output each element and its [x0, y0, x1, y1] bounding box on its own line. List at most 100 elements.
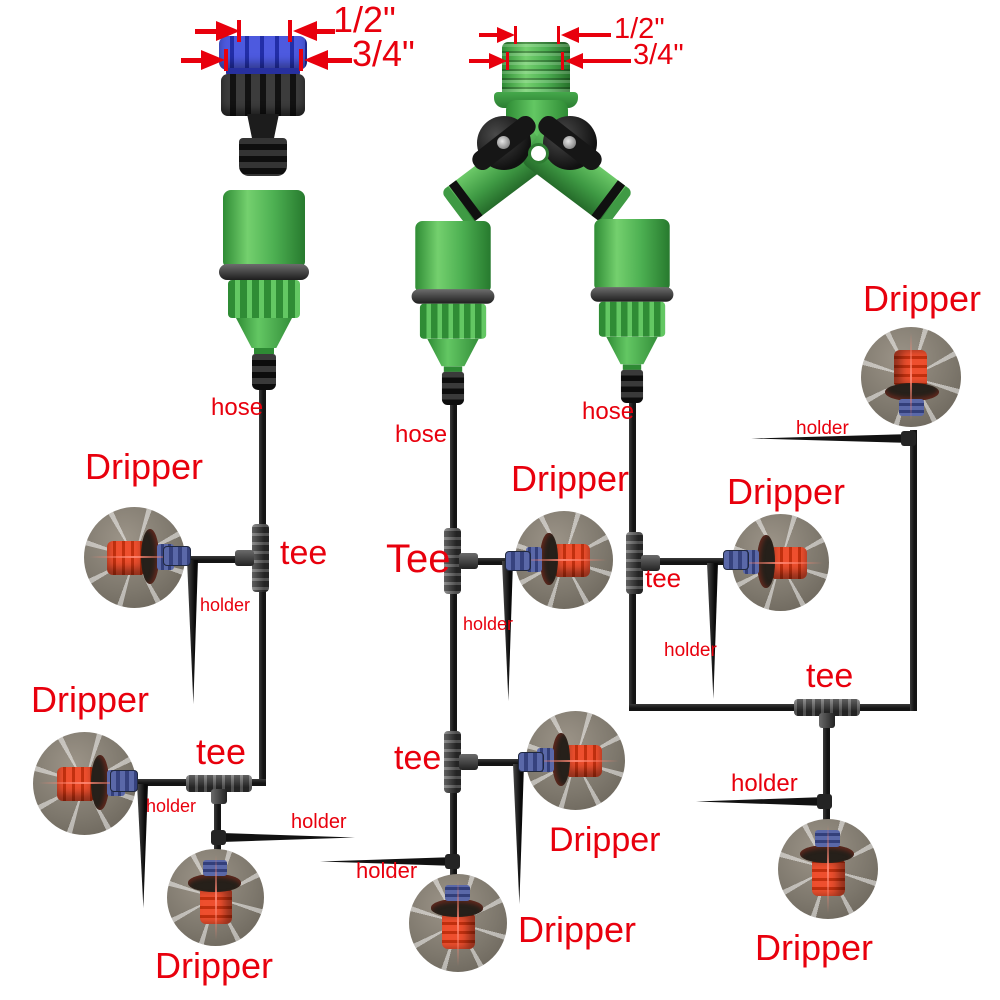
connector-ring [219, 264, 309, 280]
tee-fitting [186, 775, 252, 804]
dripper-photo [778, 819, 878, 919]
holder-spike [187, 560, 198, 704]
sprinkler-body [772, 546, 807, 579]
hose-line [637, 558, 729, 565]
holder-spike [513, 764, 524, 904]
splitter-half-inch-label: 1/2" [614, 13, 665, 45]
valve-screw [497, 136, 510, 149]
sprinkler-flange [800, 845, 854, 863]
tap-three-quarter-label: 3/4" [352, 33, 415, 74]
dripper-photo [167, 849, 264, 946]
hose-label: hose [211, 394, 264, 421]
sprinkler-body [107, 541, 143, 575]
dripper-photo [84, 507, 185, 608]
tee-fitting [444, 731, 478, 793]
dripper-label: Dripper [518, 909, 637, 950]
connector-cone [427, 338, 479, 367]
tee-branch [459, 553, 478, 569]
dim-tick [557, 26, 560, 44]
dripper-label: Dripper [85, 446, 204, 487]
hose-line [823, 716, 830, 822]
tap-adapter-body [221, 74, 305, 116]
dripper-photo [861, 327, 961, 427]
holder-label: holder [463, 614, 514, 634]
holder-clamp [817, 794, 832, 809]
connector-barb [441, 371, 465, 405]
dim-bar [195, 29, 218, 34]
sprinkler-head [409, 874, 507, 972]
hose-line [629, 704, 917, 711]
sprinkler-body [442, 915, 475, 950]
dripper-label: Dripper [755, 927, 874, 968]
tee-fitting [794, 699, 860, 728]
holder-clamp [211, 830, 226, 845]
dim-bar [181, 58, 203, 63]
dim-bar [469, 59, 490, 63]
splitter-three-quarter-label: 3/4" [633, 39, 684, 71]
tee-fitting [235, 524, 269, 592]
tee-fitting [444, 528, 478, 594]
hose-line [910, 430, 917, 711]
connector-cone [606, 336, 658, 365]
holder-clamp [901, 431, 916, 446]
dripper-photo [515, 511, 613, 609]
tee-label: tee [645, 563, 682, 593]
holder-spike [137, 784, 148, 908]
holder-arm [751, 434, 913, 443]
connector-cap [223, 190, 305, 266]
dripper-label: Dripper [549, 821, 661, 859]
sprinkler-stub [815, 830, 840, 847]
connector-barb [252, 354, 276, 390]
dripper-label: Dripper [727, 471, 846, 512]
dim-bar [326, 58, 352, 63]
barb-connector [110, 770, 138, 792]
connector-cap [594, 219, 670, 289]
barb-connector [163, 546, 191, 566]
tee-label: tee [394, 739, 442, 777]
hose-label: hose [395, 421, 448, 448]
tee-branch [641, 555, 660, 571]
dim-arrow-left-icon [304, 50, 328, 70]
dim-arrow-right-icon [497, 27, 515, 43]
sprinkler-stub [445, 884, 470, 902]
sprinkler-head [167, 849, 264, 946]
connector-ring [411, 289, 495, 304]
connector-cone [236, 318, 292, 348]
splitter-threaded-collar [502, 42, 570, 96]
tap-adapter-neck [247, 114, 279, 140]
holder-label: holder [731, 770, 798, 797]
connector-neck [443, 366, 463, 372]
tap-half-inch-label: 1/2" [333, 0, 396, 40]
connector-neck [254, 348, 274, 354]
tee-body [444, 731, 461, 793]
holder-arm [222, 833, 355, 842]
dim-tick [506, 52, 509, 70]
dim-tick [299, 49, 303, 71]
dim-arrow-left-icon [561, 27, 579, 43]
holder-label: holder [356, 858, 418, 883]
connector-neck [622, 364, 642, 370]
tee-label: Tee [386, 537, 451, 581]
dim-tick [224, 49, 228, 71]
sprinkler-stub [202, 859, 228, 877]
sprinkler-flange [188, 874, 241, 892]
connector-barb [620, 369, 644, 403]
sprinkler-flange [540, 532, 559, 586]
dim-bar [578, 33, 611, 37]
sprinkler-body [567, 744, 603, 778]
dim-arrow-right-icon [216, 21, 240, 41]
dim-tick [514, 26, 517, 44]
tap-adapter-barb [239, 138, 287, 176]
tee-body [444, 528, 461, 594]
barb-connector [518, 752, 544, 772]
dim-bar [315, 29, 335, 34]
dim-arrow-left-icon [565, 53, 583, 69]
tap-adapter-ring [226, 68, 300, 76]
tee-branch [211, 789, 227, 804]
splitter-hanging-hole [528, 143, 549, 164]
sprinkler-flange [140, 529, 159, 584]
sprinkler-flange [90, 754, 110, 811]
hose-line [450, 390, 457, 882]
holder-label: holder [200, 595, 251, 615]
